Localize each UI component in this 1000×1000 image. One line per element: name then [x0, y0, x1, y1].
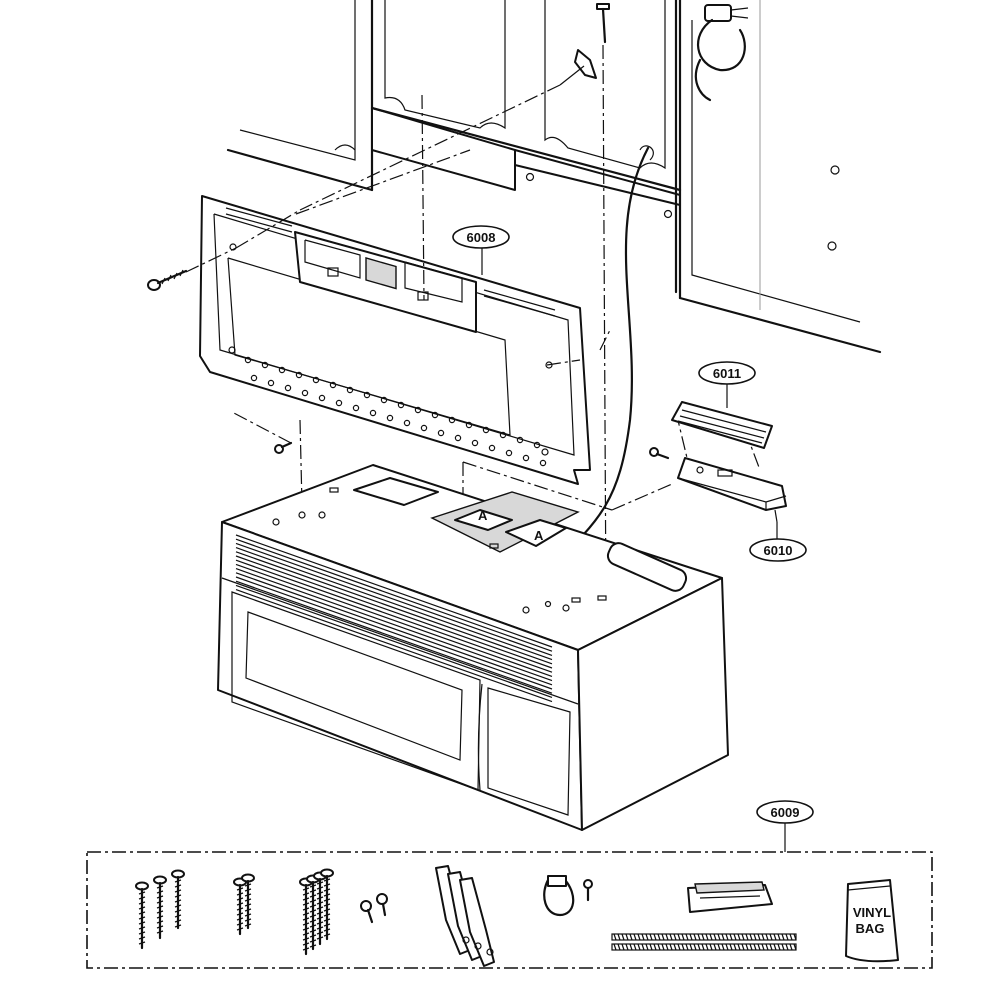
- center-cabinet-bottom: [370, 0, 682, 219]
- callout-label-6010: 6010: [764, 543, 793, 558]
- toggle-bolt: [559, 49, 597, 86]
- cord-clamp: [543, 875, 593, 917]
- small-screw-left: [274, 441, 293, 454]
- small-screws: [360, 893, 388, 924]
- callout-label-6008: 6008: [467, 230, 496, 245]
- plate-screw: [147, 269, 188, 291]
- spacer-bracket: [687, 881, 773, 913]
- power-cord: [551, 4, 749, 567]
- callout-6009: 6009: [756, 800, 814, 852]
- vinyl-bag: VINYL BAG: [845, 879, 899, 963]
- foam-tape: [611, 933, 797, 951]
- left-upper-cabinet: [226, 0, 374, 192]
- damper-cover: [671, 401, 773, 449]
- small-screw-right: [649, 447, 670, 460]
- vinyl-bag-label-line1: VINYL: [853, 905, 891, 920]
- callout-6010: 6010: [749, 522, 807, 562]
- callout-6008: 6008: [452, 225, 510, 275]
- microwave-oven: A A: [217, 464, 729, 831]
- exhaust-adaptor: [677, 457, 787, 523]
- callout-6011: 6011: [698, 361, 756, 408]
- template-mark-a2: A: [534, 528, 544, 543]
- callout-label-6009: 6009: [771, 805, 800, 820]
- toggle-bolts: [435, 865, 495, 967]
- mounting-plate: [199, 195, 591, 485]
- right-upper-cabinet: [674, 0, 882, 354]
- short-screws: [233, 873, 255, 936]
- top-screw: [596, 3, 610, 44]
- long-bolts: [299, 868, 334, 956]
- callout-label-6011: 6011: [713, 366, 741, 381]
- vent-grille: [235, 534, 553, 703]
- plate-hole-row: [244, 356, 547, 467]
- vinyl-bag-label-line2: BAG: [856, 921, 885, 936]
- wood-screws: [135, 869, 185, 950]
- hardware-kit: VINYL BAG: [86, 851, 933, 969]
- template-mark-a1: A: [478, 508, 488, 523]
